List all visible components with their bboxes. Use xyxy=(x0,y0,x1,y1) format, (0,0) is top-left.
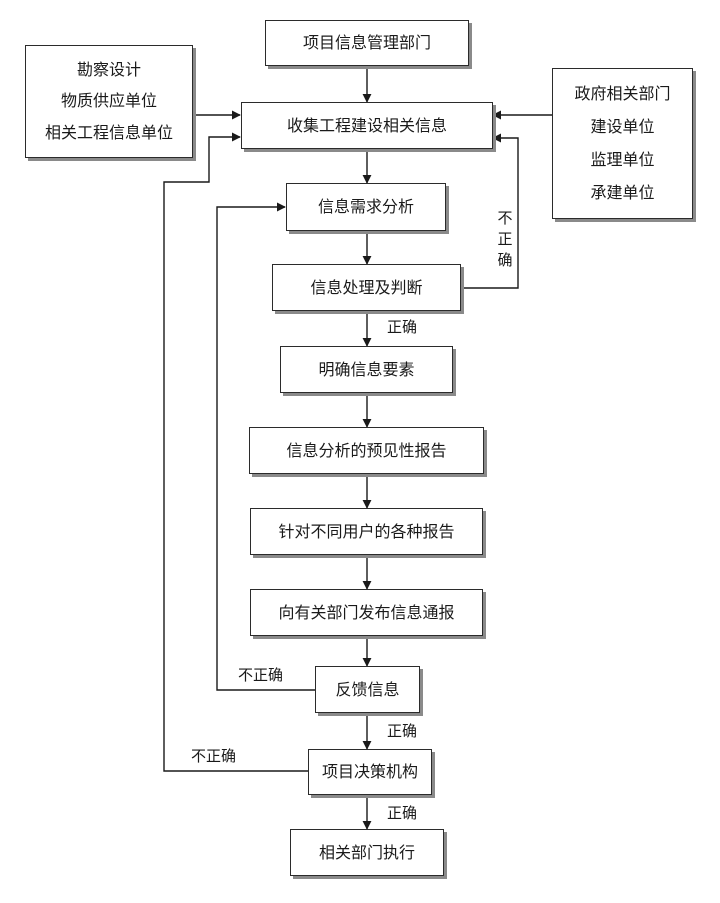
right-source-item: 监理单位 xyxy=(590,150,655,170)
node-label: 向有关部门发布信息通报 xyxy=(278,602,455,622)
node-decision-body: 项目决策机构 xyxy=(308,749,432,795)
loop-decision-incorrect xyxy=(163,132,308,772)
node-label: 信息处理及判断 xyxy=(310,277,423,297)
node-collect-info: 收集工程建设相关信息 xyxy=(241,102,493,149)
node-demand-analysis: 信息需求分析 xyxy=(286,183,446,231)
label-process-correct: 正确 xyxy=(387,318,418,336)
left-source-item: 物质供应单位 xyxy=(60,91,157,111)
node-user-reports: 针对不同用户的各种报告 xyxy=(250,508,483,555)
node-label: 反馈信息 xyxy=(335,679,400,699)
right-source-item: 承建单位 xyxy=(590,183,655,203)
label-decision-correct: 正确 xyxy=(387,804,418,822)
node-label: 明确信息要素 xyxy=(318,359,415,379)
node-publish-bulletin: 向有关部门发布信息通报 xyxy=(250,589,483,636)
node-process-judge: 信息处理及判断 xyxy=(272,264,461,311)
node-clarify-elements: 明确信息要素 xyxy=(280,346,453,393)
right-source-item: 政府相关部门 xyxy=(574,83,671,103)
label-char: 正 xyxy=(497,230,513,248)
node-feedback: 反馈信息 xyxy=(315,666,420,713)
left-source-item: 勘察设计 xyxy=(76,59,141,79)
label-decision-incorrect: 不正确 xyxy=(191,747,237,765)
node-label: 收集工程建设相关信息 xyxy=(286,115,447,135)
node-info-management-dept: 项目信息管理部门 xyxy=(265,20,469,66)
right-sources-box: 政府相关部门 建设单位 监理单位 承建单位 xyxy=(552,68,693,219)
node-execute: 相关部门执行 xyxy=(290,829,444,876)
label-feedback-correct: 正确 xyxy=(387,722,418,740)
left-source-item: 相关工程信息单位 xyxy=(44,123,173,143)
node-label: 相关部门执行 xyxy=(318,842,415,862)
node-label: 项目信息管理部门 xyxy=(302,33,431,52)
left-sources-box: 勘察设计 物质供应单位 相关工程信息单位 xyxy=(25,45,193,158)
node-label: 信息分析的预见性报告 xyxy=(286,440,447,460)
node-label: 信息需求分析 xyxy=(317,197,414,216)
node-label: 项目决策机构 xyxy=(321,762,418,781)
right-source-item: 建设单位 xyxy=(590,116,655,136)
loop-feedback-incorrect xyxy=(216,202,315,691)
label-feedback-incorrect: 不正确 xyxy=(238,666,284,684)
node-forecast-report: 信息分析的预见性报告 xyxy=(249,427,484,474)
label-process-incorrect: 不 正 确 xyxy=(496,208,514,271)
loop-process-incorrect xyxy=(461,133,519,289)
label-char: 不 xyxy=(497,209,513,227)
node-label: 针对不同用户的各种报告 xyxy=(278,521,455,541)
label-char: 确 xyxy=(497,251,513,269)
